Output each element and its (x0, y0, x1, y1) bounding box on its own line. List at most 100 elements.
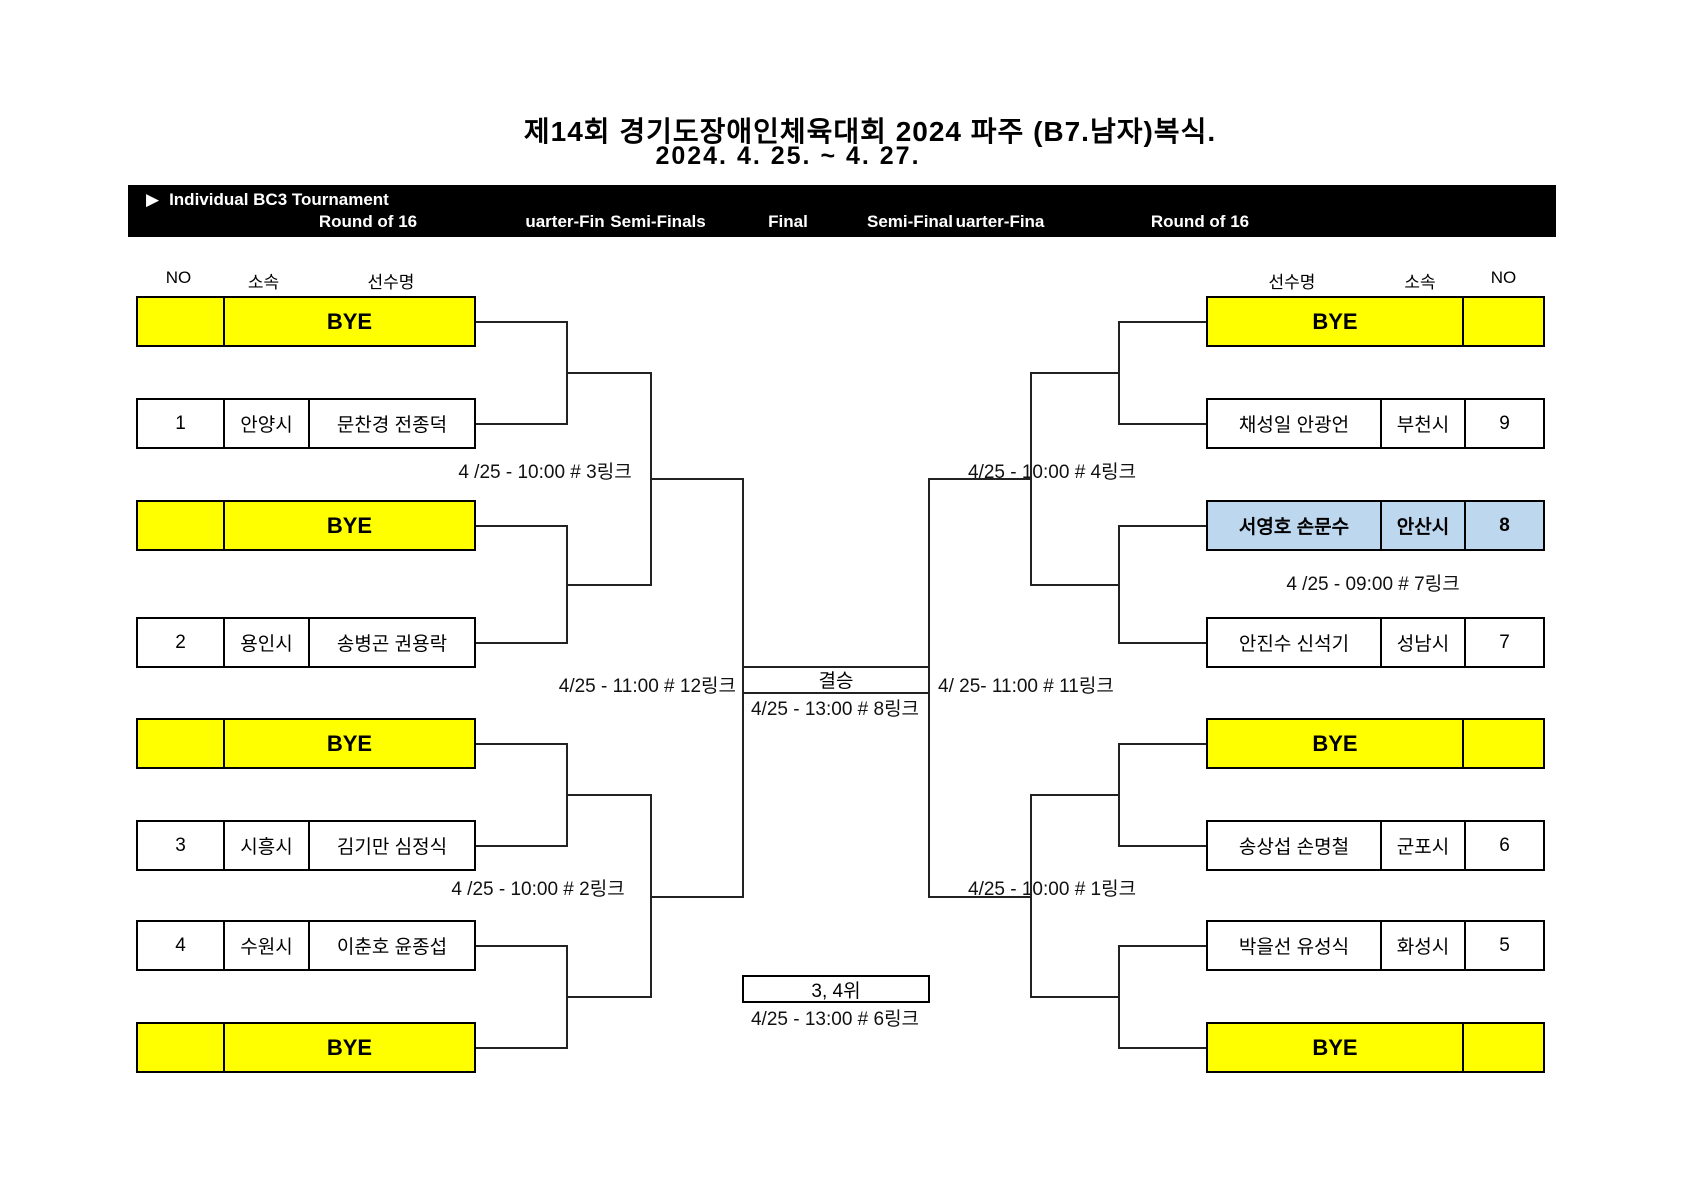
bracket-row-bye: BYE (1206, 1022, 1545, 1073)
player-no: 5 (1464, 922, 1543, 969)
play-triangle-icon: ▶ (146, 190, 160, 209)
round-label-sf-left: Semi-Finals (610, 212, 706, 231)
bracket-line (1030, 584, 1118, 586)
bracket-line (476, 525, 566, 527)
player-team: 안산시 (1380, 502, 1464, 549)
page-title: 제14회 경기도장애인체육대회 2024 파주 (B7.남자)복식. (523, 116, 1217, 147)
bracket-line (1118, 743, 1120, 847)
bracket-line (1118, 743, 1206, 745)
bracket-line (476, 642, 566, 644)
bracket-line (1030, 372, 1032, 586)
bracket-row-seed2: 2 용인시 송병곤 권용락 (136, 617, 476, 668)
col-header-players-left: 선수명 (367, 273, 415, 292)
player-team: 군포시 (1380, 822, 1464, 869)
bye-no-cell (138, 502, 223, 549)
bracket-row-seed1: 1 안양시 문찬경 전종덕 (136, 398, 476, 449)
player-no: 2 (175, 631, 186, 653)
bye-label: BYE (223, 298, 474, 345)
bracket-line (928, 478, 930, 898)
player-names: 김기만 심정식 (308, 822, 474, 869)
bracket-line (742, 692, 930, 694)
bracket-line (1030, 372, 1118, 374)
round-label-qf-left: uarter-Fin (525, 212, 605, 231)
match-time-link2: 4 /25 - 10:00 # 2링크 (451, 879, 625, 900)
round-label-final: Final (768, 212, 808, 231)
bye-no-cell (1462, 298, 1543, 345)
bracket-row-bye: BYE (136, 296, 476, 347)
col-header-team-left: 소속 (247, 273, 280, 292)
banner-title: Individual BC3 Tournament (169, 190, 389, 209)
bracket-row-bye: BYE (1206, 718, 1545, 769)
round-label-sf-right: Semi-Final (867, 212, 953, 231)
col-header-no-left: NO (165, 268, 192, 287)
bracket-line (476, 321, 566, 323)
player-no: 7 (1464, 619, 1543, 666)
col-header-no-right: NO (1490, 268, 1517, 287)
final-label: 결승 (818, 670, 854, 692)
bracket-line (1030, 794, 1118, 796)
bracket-line (1118, 642, 1206, 644)
bracket-row-bye: BYE (1206, 296, 1545, 347)
bracket-line (1118, 321, 1206, 323)
player-names: 안진수 신석기 (1238, 634, 1350, 655)
player-names: 채성일 안광언 (1238, 415, 1350, 436)
bracket-row-seed7: 안진수 신석기 성남시 7 (1206, 617, 1545, 668)
bye-label: BYE (223, 720, 474, 767)
player-team: 화성시 (1380, 922, 1464, 969)
bracket-line (1118, 845, 1206, 847)
bracket-line (566, 794, 650, 796)
tournament-banner: ▶ Individual BC3 Tournament Round of 16 … (128, 185, 1556, 237)
bracket-row-seed9: 채성일 안광언 부천시 9 (1206, 398, 1545, 449)
bracket-line (1118, 1047, 1206, 1049)
match-time-link4: 4/25 - 10:00 # 4링크 (968, 462, 1137, 483)
match-time-link3: 4 /25 - 10:00 # 3링크 (458, 462, 632, 483)
bye-label: BYE (1312, 1034, 1358, 1060)
round-label-r16-left: Round of 16 (318, 212, 418, 231)
third-place-time: 4/25 - 13:00 # 6링크 (750, 1009, 920, 1030)
bye-no-cell (1462, 720, 1543, 767)
match-time-link7: 4 /25 - 09:00 # 7링크 (1286, 574, 1460, 595)
bracket-line (742, 666, 930, 668)
third-place-box: 3, 4위 (742, 975, 930, 1003)
player-no: 1 (175, 412, 186, 434)
bracket-row-bye: BYE (136, 718, 476, 769)
bracket-line (650, 896, 742, 898)
round-label-r16-right: Round of 16 (1150, 212, 1250, 231)
bracket-line (1118, 423, 1206, 425)
player-no: 6 (1464, 822, 1543, 869)
third-place-label: 3, 4위 (811, 980, 861, 1002)
bracket-line (476, 743, 566, 745)
bye-label: BYE (1312, 308, 1358, 334)
bracket-row-seed6: 송상섭 손명철 군포시 6 (1206, 820, 1545, 871)
match-time-link11: 4/ 25- 11:00 # 11링크 (938, 676, 1114, 697)
bracket-line (1030, 996, 1118, 998)
bracket-line (476, 1047, 566, 1049)
bye-no-cell (1462, 1024, 1543, 1071)
col-header-players-right: 선수명 (1268, 273, 1316, 292)
bye-label: BYE (1312, 730, 1358, 756)
bracket-line (1118, 945, 1206, 947)
col-header-team-right: 소속 (1404, 273, 1436, 292)
bracket-line (1118, 945, 1120, 1049)
bracket-line (566, 996, 650, 998)
player-team: 시흥시 (223, 822, 308, 869)
match-time-link1: 4/25 - 10:00 # 1링크 (968, 879, 1137, 900)
player-no: 9 (1464, 400, 1543, 447)
bye-no-cell (138, 298, 223, 345)
bracket-row-seed5: 박을선 유성식 화성시 5 (1206, 920, 1545, 971)
bracket-line (742, 478, 744, 898)
bracket-line (476, 945, 566, 947)
player-team: 성남시 (1380, 619, 1464, 666)
bracket-line (476, 845, 566, 847)
bracket-row-bye: BYE (136, 1022, 476, 1073)
bracket-row-seed4: 4 수원시 이춘호 윤종섭 (136, 920, 476, 971)
player-no: 3 (175, 834, 186, 856)
round-label-qf-right: uarter-Fina (955, 212, 1045, 231)
player-names: 송병곤 권용락 (308, 619, 474, 666)
player-names: 박을선 유성식 (1238, 937, 1350, 958)
bracket-line (566, 584, 650, 586)
bracket-row-seed3: 3 시흥시 김기만 심정식 (136, 820, 476, 871)
bracket-line (476, 423, 566, 425)
bracket-line (1030, 794, 1032, 998)
